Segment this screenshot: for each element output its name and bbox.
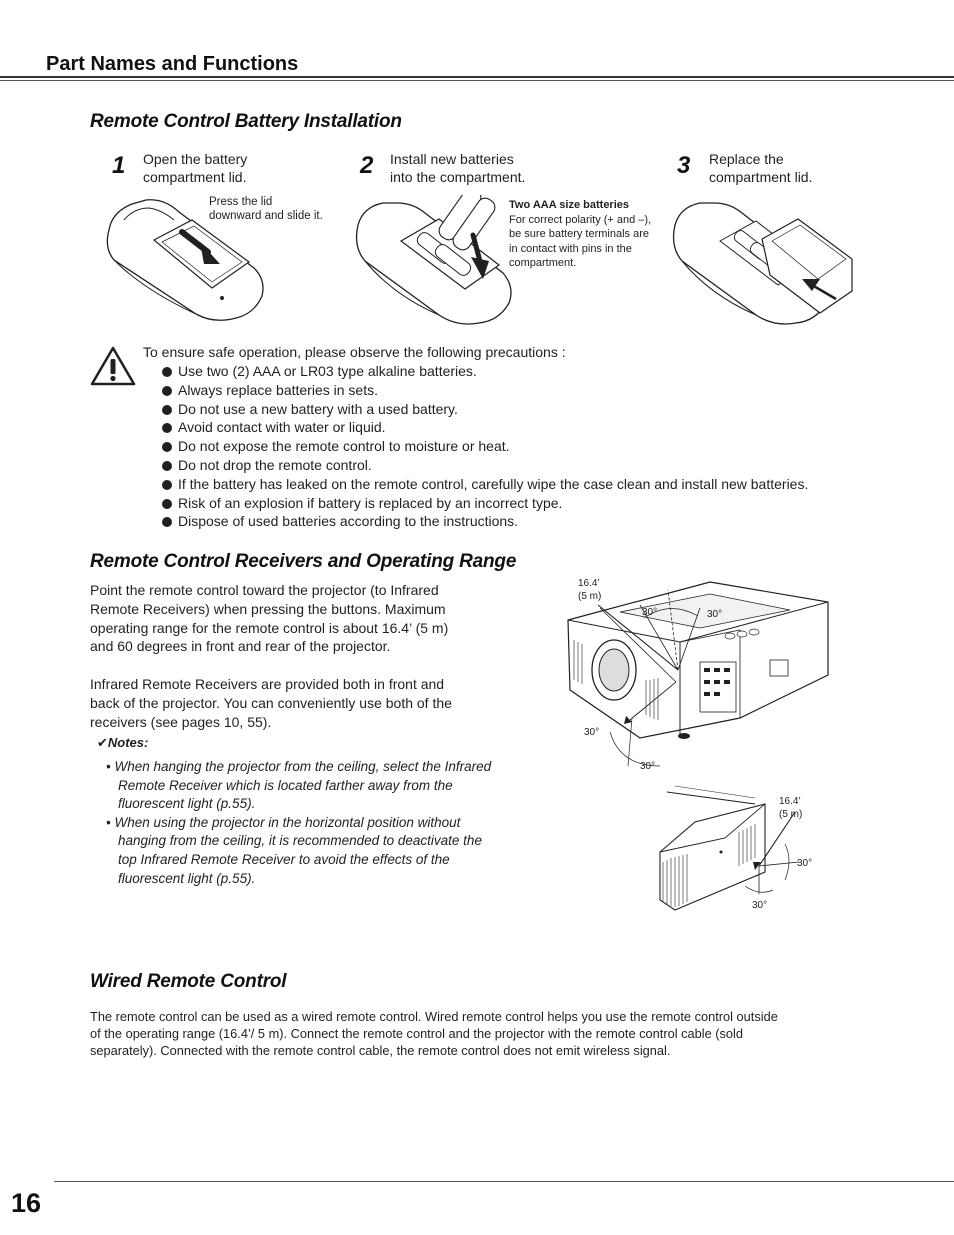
step-text: Install new batteries into the compartme… (390, 150, 525, 186)
arrow-down-icon (200, 242, 220, 264)
bullet-icon (162, 385, 172, 396)
paragraph-line: Infrared Remote Receivers are provided b… (90, 676, 445, 692)
remote-lid-close-illustration (672, 202, 853, 325)
note-line: For correct polarity (+ and –), (509, 213, 652, 226)
list-item-text: Do not expose the remote control to mois… (178, 438, 510, 455)
angle-label: 30° (642, 607, 657, 618)
list-item: Use two (2) AAA or LR03 type alkaline ba… (162, 362, 808, 381)
step-number: 2 (360, 152, 374, 179)
step-number: 3 (677, 152, 691, 179)
list-item-text: Risk of an explosion if battery is repla… (178, 494, 563, 511)
paragraph-line: back of the projector. You can convenien… (90, 694, 452, 711)
bullet-icon (162, 460, 172, 471)
receivers-heading: Remote Control Receivers and Operating R… (90, 551, 517, 572)
list-item-text: Do not drop the remote control. (178, 456, 372, 473)
list-item: Do not expose the remote control to mois… (162, 437, 808, 456)
paragraph-line: operating range for the remote control i… (90, 619, 449, 636)
step-number: 1 (112, 152, 126, 179)
paragraph-line: The remote control can be used as a wire… (90, 1009, 778, 1024)
wired-paragraph: The remote control can be used as a wire… (90, 1008, 890, 1060)
range-label: (5 m) (578, 591, 601, 602)
warning-icon (90, 346, 136, 386)
note-title: Two AAA size batteries (509, 199, 630, 211)
step-text-line: compartment lid. (709, 169, 813, 185)
wired-heading: Wired Remote Control (90, 971, 287, 992)
receivers-paragraph-2: Infrared Remote Receivers are provided b… (90, 675, 510, 731)
arrow-down-icon (471, 257, 489, 279)
precautions-list: Use two (2) AAA or LR03 type alkaline ba… (162, 362, 808, 531)
arrow-icon (624, 716, 632, 724)
angle-label: 30° (797, 858, 812, 869)
paragraph-line: Remote Receivers) when pressing the butt… (90, 600, 446, 617)
range-label: 16.4’ (578, 578, 600, 589)
step-text-line: Open the battery (143, 151, 248, 167)
battery-heading: Remote Control Battery Installation (90, 111, 402, 132)
angle-label: 30° (640, 761, 655, 772)
list-item: Risk of an explosion if battery is repla… (162, 494, 808, 513)
list-item: Do not drop the remote control. (162, 456, 808, 475)
list-item-text: Always replace batteries in sets. (178, 381, 378, 398)
list-item-text: Avoid contact with water or liquid. (178, 419, 386, 436)
step-text: Replace the compartment lid. (709, 150, 812, 186)
bullet-icon (162, 367, 172, 377)
angle-label: 30° (752, 900, 767, 911)
angle-label: 30° (707, 609, 722, 620)
notes-list: • When hanging the projector from the ce… (106, 758, 501, 888)
receivers-paragraph-1: Point the remote control toward the proj… (90, 581, 510, 656)
projector-front-range-figure: 16.4’ (5 m) 30° 30° 30° 30° (567, 578, 829, 772)
header-rule (0, 76, 954, 78)
note-line: be sure battery terminals are (509, 228, 650, 240)
list-item: Avoid contact with water or liquid. (162, 418, 808, 437)
page-number: 16 (11, 1188, 42, 1218)
step-text-line: into the compartment. (390, 169, 526, 185)
list-item: Do not use a new battery with a used bat… (162, 400, 808, 419)
list-item: Always replace batteries in sets. (162, 381, 808, 400)
note-line: downward and slide it. (209, 210, 323, 222)
remote-lid-open-illustration (106, 199, 264, 321)
list-item-text: Do not use a new battery with a used bat… (178, 400, 458, 417)
note-item: • When using the projector in the horizo… (106, 814, 482, 886)
range-label: 16.4’ (779, 796, 801, 807)
list-item: If the battery has leaked on the remote … (162, 475, 808, 494)
bullet-icon (162, 479, 172, 490)
paragraph-line: receivers (see pages 10, 55). (90, 713, 272, 730)
section-title: Part Names and Functions (46, 53, 299, 75)
arrow-icon (753, 862, 761, 870)
step1-note: Press the lid downward and slide it. (209, 195, 323, 223)
paragraph-line: Point the remote control toward the proj… (90, 582, 439, 598)
projector-rear-range-figure: 16.4’ (5 m) 30° 30° (659, 785, 812, 911)
list-item: Dispose of used batteries according to t… (162, 512, 808, 531)
bullet-icon (162, 442, 172, 453)
paragraph-line: separately). Connected with the remote c… (90, 1043, 671, 1059)
remote-batteries-illustration (355, 195, 512, 325)
bullet-icon (162, 423, 172, 434)
step-text-line: compartment lid. (143, 169, 247, 185)
note-line: compartment. (509, 257, 577, 269)
footer-rule (54, 1181, 954, 1182)
list-item-text: If the battery has leaked on the remote … (178, 475, 809, 492)
paragraph-line: of the operating range (16.4’/ 5 m). Con… (90, 1026, 743, 1042)
notes-title: ✔Notes: (97, 735, 149, 750)
list-item-text: Use two (2) AAA or LR03 type alkaline ba… (178, 363, 477, 379)
angle-label: 30° (584, 727, 599, 738)
list-item-text: Dispose of used batteries according to t… (178, 513, 519, 530)
precautions-intro: To ensure safe operation, please observe… (143, 344, 566, 360)
step-text: Open the battery compartment lid. (143, 150, 247, 186)
step2-note: Two AAA size batteries For correct polar… (509, 198, 651, 271)
step-text-line: Replace the (709, 151, 784, 167)
note-line: Press the lid (209, 196, 273, 208)
bullet-icon (162, 517, 172, 528)
arrow-up-left-icon (802, 279, 820, 291)
step-text-line: Install new batteries (390, 151, 514, 167)
bullet-icon (162, 498, 172, 509)
bullet-icon (162, 404, 172, 415)
note-line: in contact with pins in the (509, 242, 632, 255)
range-label: (5 m) (779, 809, 802, 820)
header-rule-thin (0, 80, 954, 81)
note-item: • When hanging the projector from the ce… (106, 759, 492, 812)
paragraph-line: and 60 degrees in front and rear of the … (90, 638, 391, 655)
